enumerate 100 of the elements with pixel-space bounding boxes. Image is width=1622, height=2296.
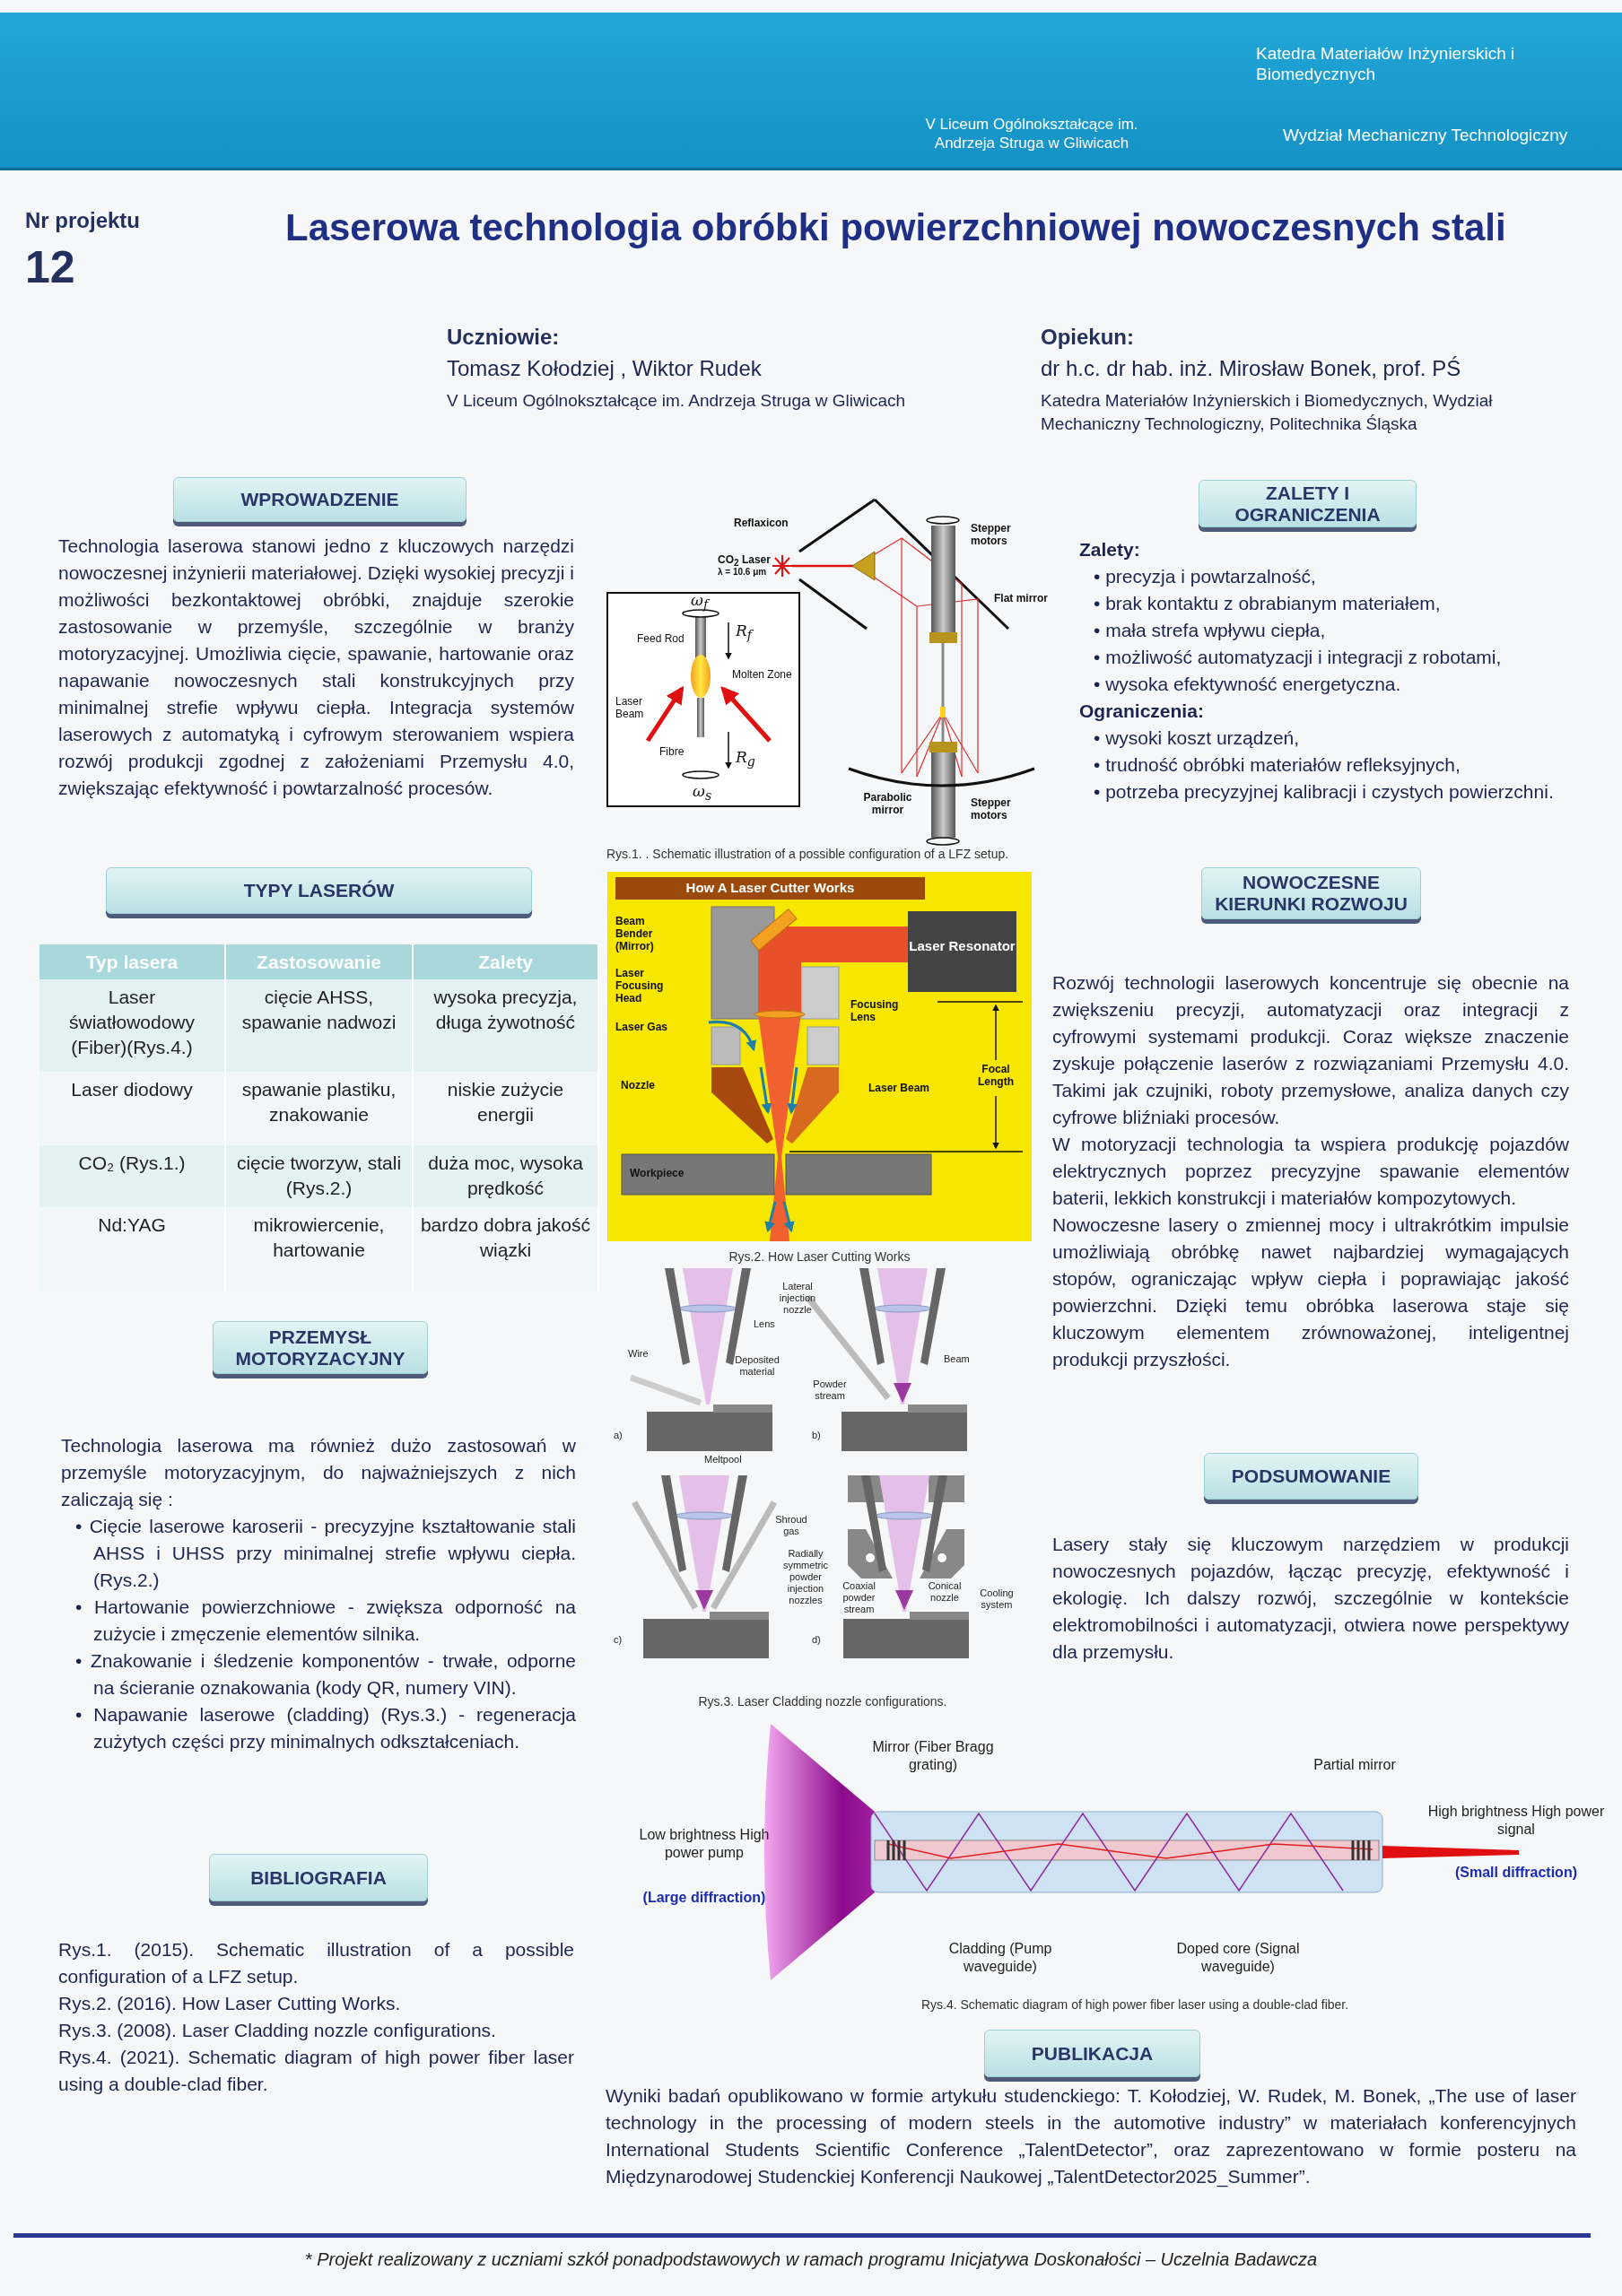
symbol-label: R$_{g}$ <box>736 749 756 770</box>
callout-label: Focal Length <box>977 1063 1015 1088</box>
list-item: • możliwość automatyzacji i integracji z robotami, <box>1093 646 1503 669</box>
callout-label: Nozzle <box>621 1079 656 1091</box>
table-cell: Laser światłowodowy (Fiber)(Rys.4.) <box>39 979 226 1072</box>
paragraph-text: Technologia laserowa ma również dużo zastosowań w przemyśle motoryzacyjnym, do najważniejszych z nich zaliczają się : <box>61 1434 576 1511</box>
list-item: • wysoki koszt urządzeń, <box>1093 726 1301 750</box>
affiliation-text: V Liceum Ogólnokształcące im. Andrzeja Struga w Gliwicach <box>924 115 1139 152</box>
paragraph-text: Rys.1. (2015). Schematic illustration of a possible configuration of a LFZ setup. <box>58 1938 574 1988</box>
figure-caption: Rys.1. . Schematic illustration of a possible configuration of a LFZ setup. <box>606 846 1010 862</box>
callout-label: Meltpool <box>704 1454 743 1465</box>
callout-label: Deposited material <box>734 1354 780 1378</box>
list-item: • brak kontaktu z obrabianym materiałem, <box>1093 592 1442 615</box>
subheading: Ograniczenia: <box>1079 700 1205 723</box>
figure-heading: How A Laser Cutter Works <box>685 879 856 897</box>
poster-title: Laserowa technologia obróbki powierzchniowej nowoczesnych stali <box>285 206 1506 249</box>
subheading: Zalety: <box>1079 538 1141 561</box>
paragraph-text: W motoryzacji technologia ta wspiera produkcję pojazdów elektrycznych poprzez precyzyjne spawanie elementów baterii, lekkich konstrukcji i materiałów kompozytowych. <box>1052 1133 1569 1210</box>
symbol-label: ω$_{f}$ <box>691 592 711 613</box>
callout-label: Coaxial powder stream <box>842 1580 876 1615</box>
callout-label: Laser Beam <box>868 1082 931 1094</box>
callout-label: Low brightness High power pump <box>638 1826 771 1862</box>
callout-label: Beam Bender (Mirror) <box>615 915 655 952</box>
list-item: • Cięcie laserowe karoserii - precyzyjne kształtowanie stali AHSS i UHSS przy minimalnej strefie wpływu ciepła. (Rys.2.) <box>74 1515 576 1592</box>
paragraph-text: Technologia laserowa stanowi jedno z kluczowych narzędzi nowoczesnej inżynierii materiałowej. Dzięki wysokiej precyzji i możliwości bezkontaktowej obróbki, znajduje szerokie zastosowanie w przemyśle, szczególnie w branży motoryzacyjnej. Umożliwia cięcie, spawanie, hartowanie oraz napawanie nowoczesnych stali konstrukcyjnych przy minimalnej strefie wpływu ciepła. Integracja systemów laserowych z automatyką i cyfrowym sterowaniem wspiera rozwój produkcji zgodnej z założeniami Przemysłu 4.0, zwiększając efektywność i powtarzalność procesów. <box>58 535 574 800</box>
callout-label: Stepper motors <box>971 522 1012 547</box>
table-cell: Nd:YAG <box>39 1207 226 1292</box>
callout-label: λ = 10.6 μm <box>718 567 768 578</box>
callout-label: Reflaxicon <box>734 517 789 529</box>
callout-label: Doped core (Signal waveguide) <box>1175 1940 1301 1976</box>
table-cell: mikrowiercenie, hartowanie <box>226 1207 414 1292</box>
callout-label: Lens <box>754 1318 776 1330</box>
callout-label: Laser Resonator <box>908 937 1016 955</box>
table-cell: CO₂ (Rys.1.) <box>39 1145 226 1207</box>
list-item: • Hartowanie powierzchniowe - zwiększa odporność na zużycie i zmęczenie elementów silnika. <box>74 1596 576 1646</box>
callout-label: Radially symmetric powder injection nozzles <box>781 1548 830 1606</box>
field-label: Opiekun: <box>1041 325 1135 350</box>
symbol-label: R$_{f}$ <box>736 622 754 644</box>
panel-letter: a) <box>614 1430 624 1441</box>
list-item: • trudność obróbki materiałów refleksyjnych, <box>1093 753 1461 777</box>
person-names: Tomasz Kołodziej , Wiktor Rudek <box>447 356 763 381</box>
table-header-cell: Zalety <box>414 944 599 979</box>
table-cell: cięcie AHSS, spawanie nadwozi <box>226 979 414 1072</box>
person-names: dr h.c. dr hab. inż. Mirosław Bonek, prof. PŚ <box>1041 356 1462 381</box>
affiliation-text: Katedra Materiałów Inżynierskich i Biomedycznych <box>1256 43 1516 84</box>
table-header-cell: Typ lasera <box>39 944 226 979</box>
callout-label: Flat mirror <box>994 592 1048 604</box>
callout-label: Workpiece <box>630 1167 685 1179</box>
callout-label: Laser Focusing Head <box>615 967 665 1004</box>
paragraph-text: Lasery stały się kluczowym narzędziem w produkcji nowoczesnych pojazdów, łącząc precyzję, efektywność i ekologię. Ich dalszy rozwój, szczególnie w kontekście elektromobilności i automatyzacji, otwiera nowe perspektywy dla przemysłu. <box>1052 1533 1569 1664</box>
footnote-text: * Projekt realizowany z uczniami szkół ponadpodstawowych w ramach programu Inicjatywa Doskonałości – Uczelnia Badawcza <box>303 2249 1319 2270</box>
callout-label: Mirror (Fiber Bragg grating) <box>871 1738 995 1774</box>
project-number: 12 <box>25 242 76 292</box>
paragraph-text: Rys.4. (2021). Schematic diagram of high power fiber laser using a double-clad fiber. <box>58 2046 574 2096</box>
panel-letter: d) <box>812 1634 822 1646</box>
callout-label: Laser Beam <box>615 695 645 720</box>
table-cell: bardzo dobra jakość wiązki <box>414 1207 599 1292</box>
table-header-cell: Zastosowanie <box>226 944 414 979</box>
table-cell: cięcie tworzyw, stali (Rys.2.) <box>226 1145 414 1207</box>
list-item: • wysoka efektywność energetyczna. <box>1093 673 1402 696</box>
symbol-label: ω$_{s}$ <box>693 783 713 804</box>
callout-label: Focusing Lens <box>850 998 900 1023</box>
panel-letter: c) <box>614 1634 624 1646</box>
callout-label: High brightness High power signal <box>1426 1803 1606 1839</box>
paragraph-text: Nowoczesne lasery o zmiennej mocy i ultrakrótkim impulsie umożliwiają obróbkę nawet najbardziej wymagających stopów, ograniczając wpływ ciepła i poprawiając jakość powierzchni. Dzięki temu obróbka laserowa staje się kluczowym elementem zrównoważonej, inteligentnej produkcji przyszłości. <box>1052 1213 1569 1371</box>
callout-label: Shroud gas <box>774 1514 808 1537</box>
table-cell: niskie zużycie energii <box>414 1072 599 1145</box>
callout-label: Cooling system <box>979 1587 1015 1611</box>
affiliation-text: Katedra Materiałów Inżynierskich i Biomedycznych, Wydział Mechaniczny Technologiczny, Politechnika Śląska <box>1041 390 1494 435</box>
callout-label: Molten Zone <box>732 668 793 681</box>
callout-label: Parabolic mirror <box>862 791 913 816</box>
callout-label: CO$_{2}$ Laser <box>718 553 772 569</box>
table-cell: wysoka precyzja, długa żywotność <box>414 979 599 1072</box>
callout-label: (Small diffraction) <box>1454 1864 1578 1882</box>
table-cell: duża moc, wysoka prędkość <box>414 1145 599 1207</box>
paragraph-text: Rys.3. (2008). Laser Cladding nozzle configurations. <box>58 2019 497 2042</box>
callout-label: (Large diffraction) <box>641 1889 767 1907</box>
paragraph-text: Rys.2. (2016). How Laser Cutting Works. <box>58 1992 402 2015</box>
affiliation-text: Wydział Mechaniczny Technologiczny <box>1283 125 1569 145</box>
callout-label: Wire <box>628 1348 650 1360</box>
list-item: • Napawanie laserowe (cladding) (Rys.3.) - regeneracja zużytych części przy minimalnych odkształceniach. <box>74 1703 576 1753</box>
list-item: • potrzeba precyzyjnej kalibracji i czystych powierzchni. <box>1093 780 1555 804</box>
figure-caption: Rys.2. How Laser Cutting Works <box>728 1248 911 1265</box>
table-cell: spawanie plastiku, znakowanie <box>226 1072 414 1145</box>
list-item: • precyzja i powtarzalność, <box>1093 565 1317 588</box>
field-label: Uczniowie: <box>447 325 561 350</box>
table-cell: Laser diodowy <box>39 1072 226 1145</box>
affiliation-text: V Liceum Ogólnokształcące im. Andrzeja Struga w Gliwicach <box>447 390 907 412</box>
figure-caption: Rys.4. Schematic diagram of high power fiber laser using a double-clad fiber. <box>920 1996 1350 2013</box>
field-label: Nr projektu <box>25 208 141 233</box>
callout-label: Partial mirror <box>1312 1756 1397 1774</box>
callout-label: Feed Rod <box>637 632 685 645</box>
callout-label: Cladding (Pump waveguide) <box>947 1940 1053 1976</box>
paragraph-text: Rozwój technologii laserowych koncentruje się obecnie na zwiększeniu precyzji, automatyzacji oraz integracji z cyfrowymi systemami produkcji. Coraz większe znaczenie zyskuje połączenie laserów z rozwiązaniami Przemysłu 4.0. Takimi jak czujniki, roboty przemysłowe, analiza danych czy cyfrowe bliźniaki procesów. <box>1052 971 1569 1129</box>
callout-label: Fibre <box>659 745 685 758</box>
paragraph-text: Wyniki badań opublikowano w formie artykułu studenckiego: T. Kołodziej, W. Rudek, M. Bonek, „The use of laser technology in the processing of modern steels in the automotive industry” w materiałach konferencyjnych International Students Scientific Conference „TalentDetector”, oraz zaprezentowano w formie posteru na Międzynarodowej Studenckiej Konferencji Naukowej „TalentDetector2025_Summer”. <box>606 2084 1576 2189</box>
callout-label: Lateral injection nozzle <box>778 1281 817 1316</box>
list-item: • Znakowanie i śledzenie komponentów - trwałe, odporne na ścieranie oznakowania (kody QR, numery VIN). <box>74 1649 576 1700</box>
panel-letter: b) <box>812 1430 822 1441</box>
callout-label: Powder stream <box>812 1378 848 1402</box>
